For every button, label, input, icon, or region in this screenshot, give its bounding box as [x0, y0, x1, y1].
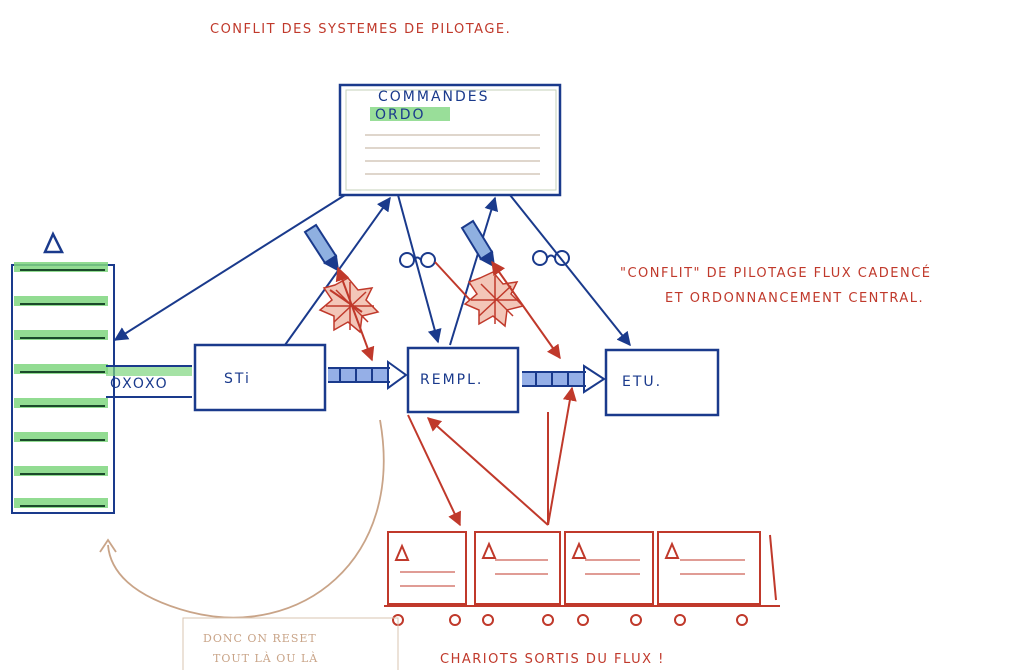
conflict-burst-icon	[318, 277, 380, 334]
glasses-icon	[399, 252, 436, 268]
cart	[560, 531, 655, 626]
buffer-label: OXOXO	[110, 376, 169, 392]
carts-group	[384, 531, 780, 626]
conveyor-sti-rempl	[328, 360, 408, 390]
conflict-note-line2: ET ORDONNANCEMENT CENTRAL.	[665, 291, 924, 306]
tan-note-line1: DONC ON RESET	[203, 632, 317, 645]
cart	[470, 531, 565, 626]
control-arrows	[113, 194, 631, 347]
station-etu: ETU.	[604, 348, 720, 417]
pencil-icon	[460, 219, 496, 268]
warning-triangle-icon	[43, 231, 65, 254]
conflict-note-line1: "CONFLIT" DE PILOTAGE FLUX CADENCÉ	[620, 265, 932, 281]
station-etu-label: ETU.	[622, 374, 662, 390]
conflict-arrows	[329, 260, 577, 527]
central-command-box: COMMANDES ORDO	[338, 83, 562, 197]
station-sti-label: STi	[224, 371, 251, 387]
pencil-icon	[303, 223, 340, 272]
storage-rack	[11, 231, 115, 514]
tan-note: DONC ON RESET TOUT LÀ OU LÀ	[182, 617, 399, 670]
station-rempl-label: REMPL.	[420, 372, 483, 388]
station-rempl: REMPL.	[406, 346, 520, 414]
carts-caption: CHARIOTS SORTIS DU FLUX !	[440, 652, 665, 667]
conveyor-rempl-etu	[522, 364, 606, 394]
diagram-title: CONFLIT DES SYSTEMES DE PILOTAGE.	[210, 22, 511, 37]
tan-note-line2: TOUT LÀ OU LÀ	[213, 651, 318, 665]
conflict-burst-icon	[463, 271, 525, 328]
return-arrow	[99, 419, 385, 619]
cart	[384, 531, 470, 626]
station-sti: STi	[193, 343, 327, 412]
oxoxo-buffer: OXOXO	[106, 365, 192, 398]
central-box-line2: ORDO	[375, 107, 426, 123]
central-box-line1: COMMANDES	[378, 89, 490, 105]
cart	[652, 531, 780, 626]
